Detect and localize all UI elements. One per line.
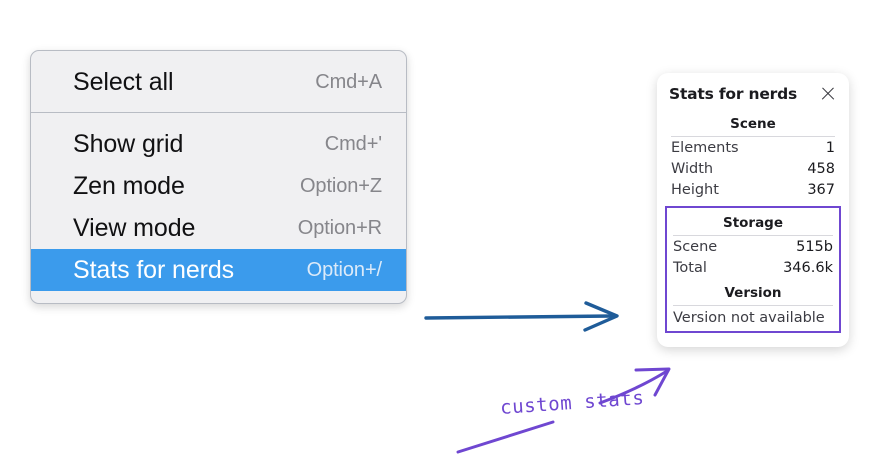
stat-value: 1: [825, 140, 835, 156]
stat-row-width: Width 458: [669, 158, 837, 179]
stats-for-nerds-panel[interactable]: Stats for nerds Scene Elements 1 Width 4…: [657, 73, 849, 347]
stat-row-storage-total: Total 346.6k: [671, 257, 835, 278]
menu-item-stats-for-nerds[interactable]: Stats for nerds Option+/: [31, 249, 406, 291]
stat-label: Scene: [673, 239, 718, 255]
stat-label: Elements: [671, 140, 739, 156]
panel-title: Stats for nerds: [669, 85, 798, 103]
menu-item-shortcut: Cmd+': [324, 132, 382, 155]
menu-item-select-all[interactable]: Select all Cmd+A: [31, 61, 406, 103]
stat-value: 367: [807, 182, 835, 198]
stat-label: Width: [671, 161, 714, 177]
section-divider: [671, 136, 835, 137]
section-divider: [673, 235, 833, 236]
handwritten-annotation-label: custom stats: [499, 386, 646, 420]
stat-value: 458: [807, 161, 835, 177]
menu-item-zen-mode[interactable]: Zen mode Option+Z: [31, 165, 406, 207]
stat-row-storage-scene: Scene 515b: [671, 236, 835, 257]
custom-stats-highlight-box: Storage Scene 515b Total 346.6k Version …: [665, 206, 841, 333]
menu-item-show-grid[interactable]: Show grid Cmd+': [31, 123, 406, 165]
menu-item-view-mode[interactable]: View mode Option+R: [31, 207, 406, 249]
menu-group-secondary: Show grid Cmd+' Zen mode Option+Z View m…: [31, 112, 406, 291]
version-section: Version Version not available: [671, 278, 835, 327]
menu-item-label: Zen mode: [73, 171, 185, 200]
section-title-storage: Storage: [722, 215, 784, 231]
version-note: Version not available: [673, 310, 825, 326]
close-icon[interactable]: [819, 85, 837, 103]
panel-header: Stats for nerds: [669, 83, 837, 109]
scene-section: Scene Elements 1 Width 458 Height 367: [669, 109, 837, 200]
stat-label: Height: [671, 182, 719, 198]
menu-item-shortcut: Cmd+A: [315, 70, 382, 93]
menu-item-label: View mode: [73, 213, 196, 242]
menu-to-panel-arrow: [424, 301, 619, 332]
menu-group-primary: Select all Cmd+A: [31, 51, 406, 112]
stat-value: 346.6k: [783, 260, 833, 276]
custom-stats-underline-stroke: [456, 420, 555, 454]
menu-item-shortcut: Option+R: [297, 216, 382, 239]
menu-item-label: Stats for nerds: [73, 255, 235, 284]
section-title-version: Version: [724, 285, 782, 301]
context-menu[interactable]: Select all Cmd+A Show grid Cmd+' Zen mod…: [30, 50, 407, 304]
stat-value: 515b: [796, 239, 833, 255]
stat-row-height: Height 367: [669, 179, 837, 200]
stat-label: Total: [673, 260, 707, 276]
storage-section: Storage Scene 515b Total 346.6k: [671, 208, 835, 278]
section-title-scene: Scene: [730, 116, 776, 132]
menu-item-label: Show grid: [73, 129, 184, 158]
menu-item-label: Select all: [73, 67, 174, 96]
menu-item-shortcut: Option+/: [306, 258, 382, 281]
stat-row-elements: Elements 1: [669, 137, 837, 158]
section-divider: [673, 305, 833, 306]
menu-item-shortcut: Option+Z: [299, 174, 382, 197]
